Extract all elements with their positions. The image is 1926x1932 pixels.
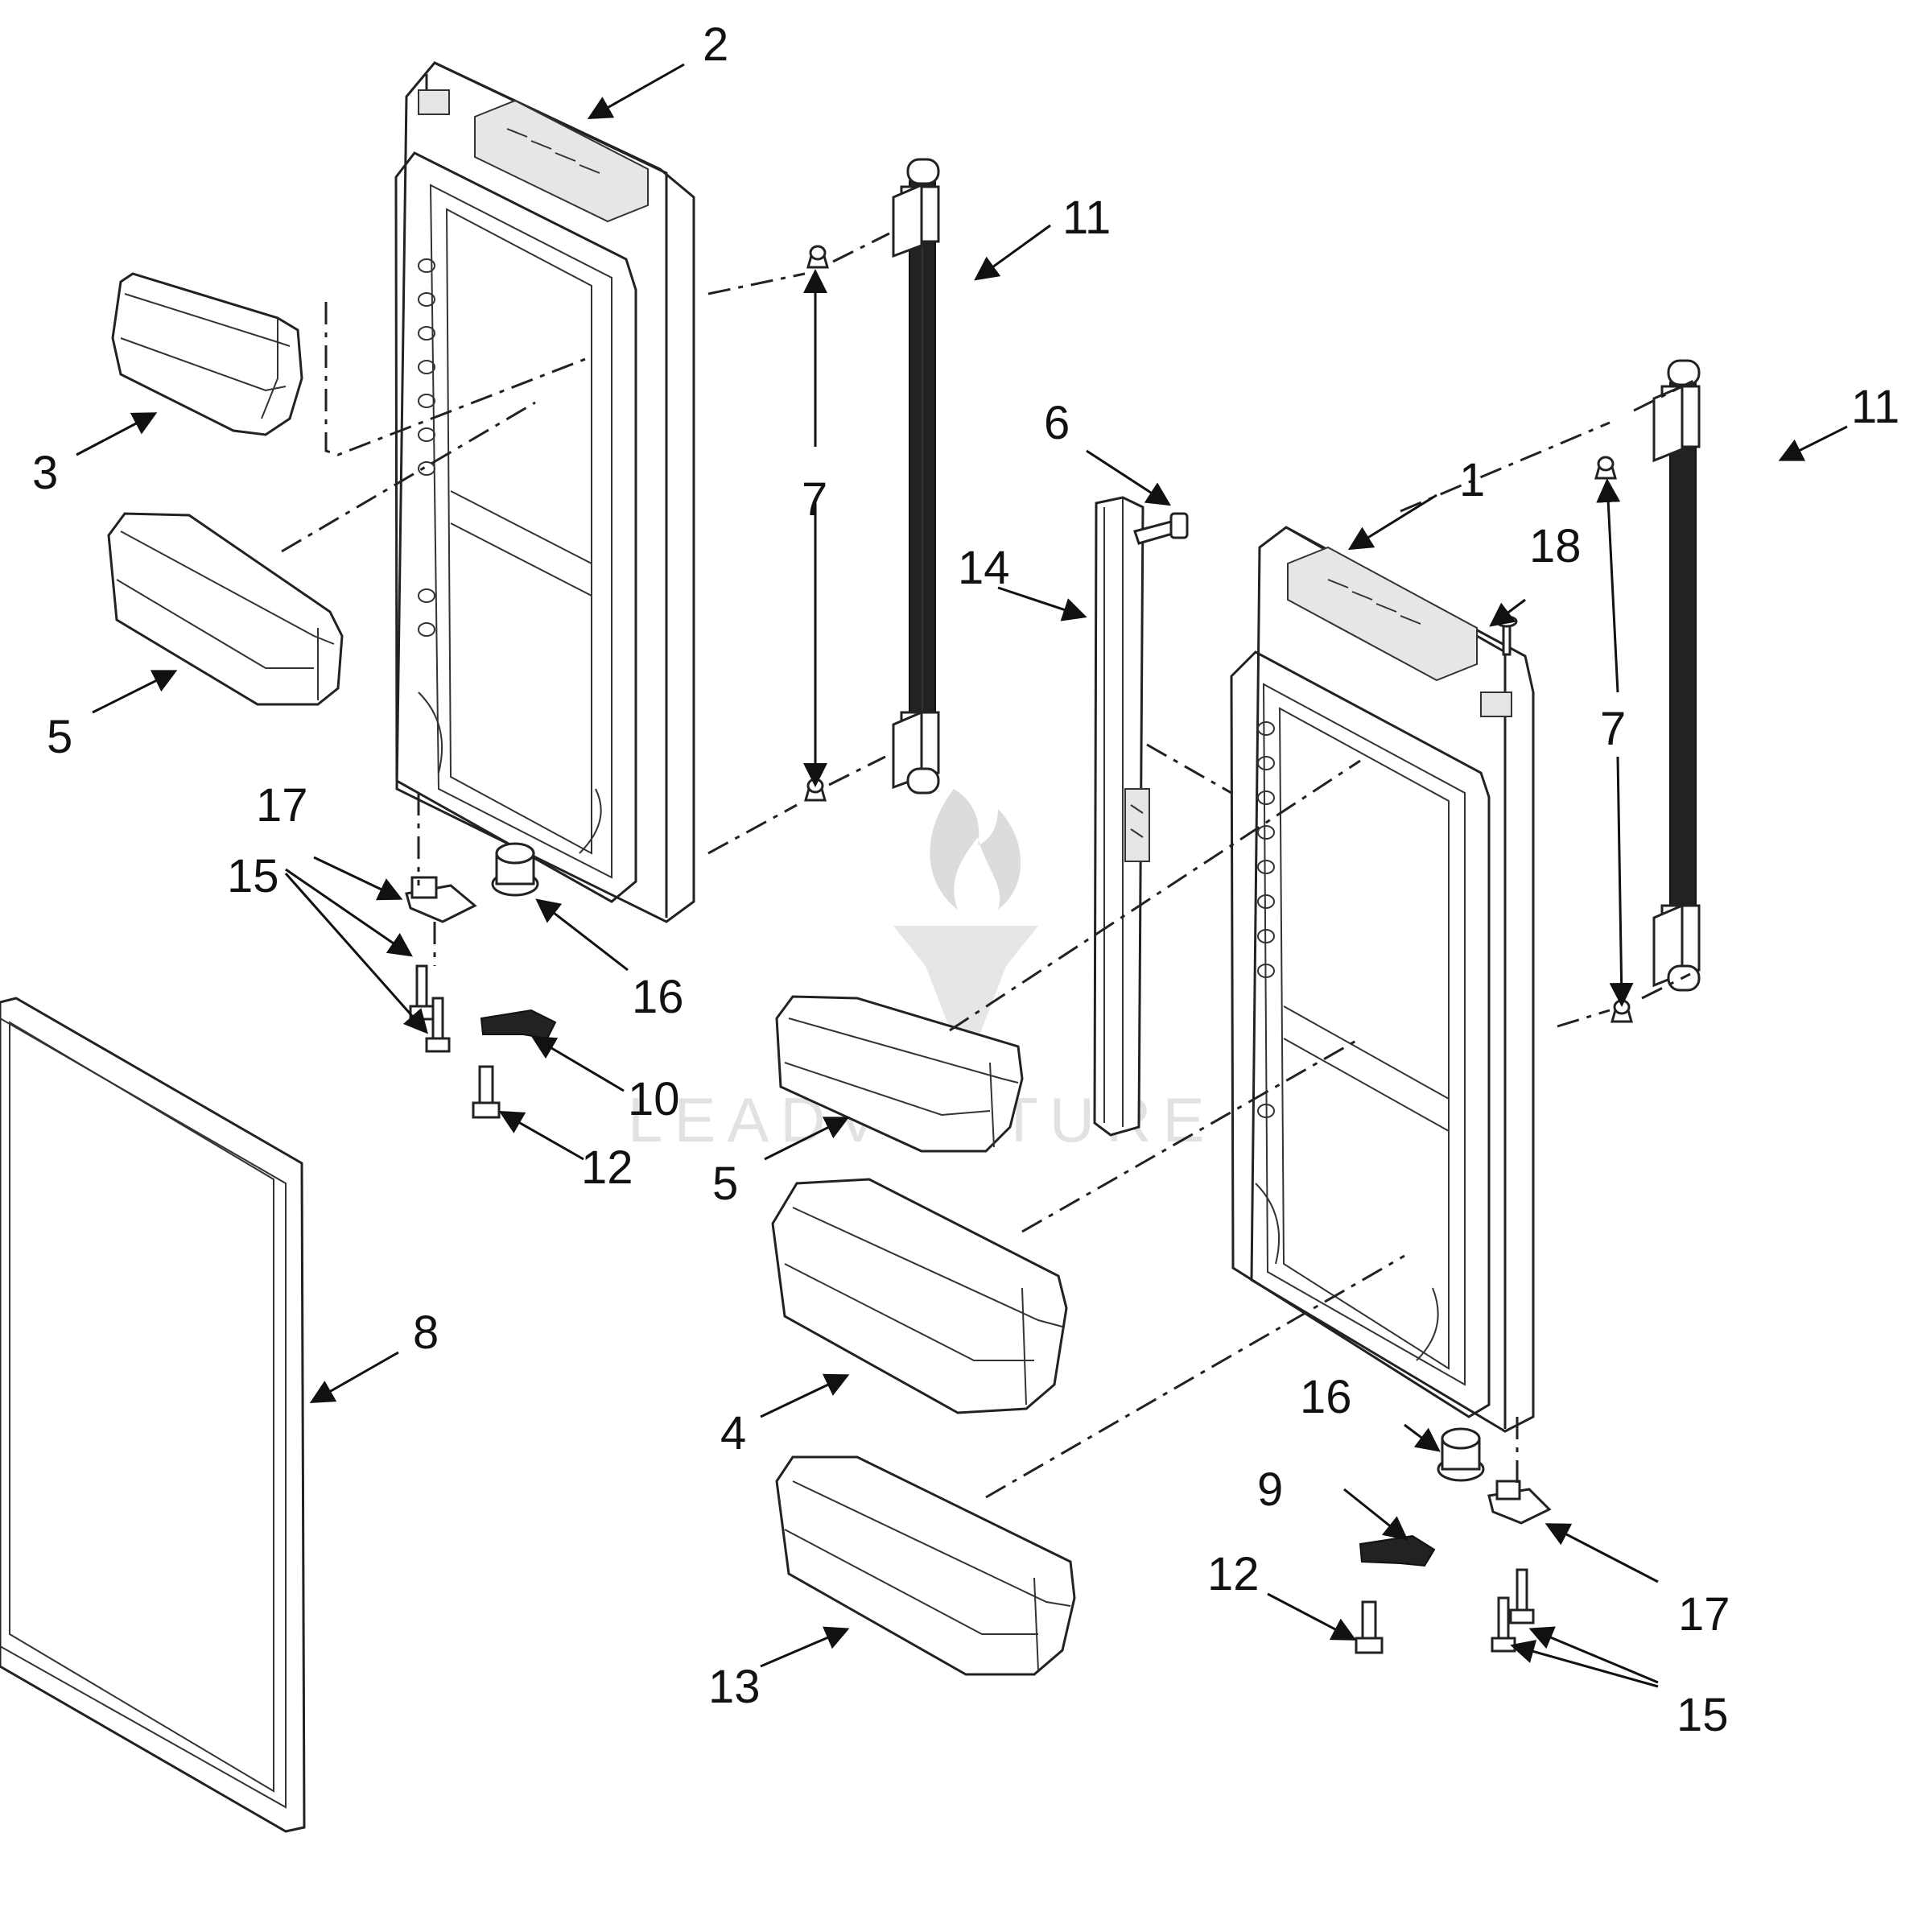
callout-16-right: 16 — [1300, 1371, 1352, 1423]
callout-7-right: 7 — [1600, 703, 1626, 755]
callout-5-left: 5 — [47, 711, 72, 763]
callout-5-center: 5 — [712, 1158, 738, 1210]
part-cam-16-left — [491, 842, 539, 897]
callout-13: 13 — [708, 1661, 761, 1713]
part-screws-15-right — [1491, 1568, 1535, 1653]
part-screws-15-left — [409, 964, 451, 1053]
part-right-door-liner — [1230, 526, 1535, 1433]
part-door-bin-13 — [775, 1455, 1076, 1676]
leader-arrows — [76, 63, 1848, 1688]
callout-15-left: 15 — [227, 850, 279, 902]
callout-12-right: 12 — [1207, 1548, 1260, 1600]
part-stop-10 — [480, 1009, 557, 1040]
alignment-lines — [281, 232, 1699, 1499]
part-door-bin-5-center — [775, 995, 1024, 1153]
callout-2: 2 — [703, 19, 728, 71]
part-screw-6 — [1133, 512, 1189, 545]
part-screw-12-left — [472, 1065, 501, 1119]
callout-12-left: 12 — [581, 1141, 633, 1194]
callout-17-right: 17 — [1678, 1588, 1730, 1641]
part-door-bin-4 — [771, 1178, 1068, 1414]
callout-18: 18 — [1529, 520, 1582, 572]
callout-3: 3 — [32, 447, 58, 499]
callout-7-left: 7 — [802, 473, 827, 526]
callout-1: 1 — [1459, 454, 1485, 506]
callout-8: 8 — [413, 1307, 439, 1359]
callout-11-right: 11 — [1851, 381, 1899, 433]
part-screw-12-right — [1355, 1600, 1384, 1654]
callout-10: 10 — [628, 1073, 680, 1125]
callout-6: 6 — [1044, 397, 1070, 449]
part-left-door-liner — [394, 61, 695, 923]
part-door-gasket — [0, 997, 306, 1833]
callout-17-left: 17 — [256, 779, 308, 832]
part-flipper-mullion — [1093, 496, 1150, 1137]
callout-16-left: 16 — [632, 971, 684, 1023]
part-cam-16-right — [1437, 1427, 1485, 1482]
callout-11-left: 11 — [1062, 192, 1111, 244]
part-handle-left — [892, 158, 940, 795]
part-door-bin-3 — [111, 272, 303, 436]
part-hinge-17-left — [405, 876, 477, 923]
part-door-bin-5-left — [107, 512, 344, 706]
part-stop-9 — [1359, 1534, 1436, 1567]
part-handle-right — [1652, 359, 1701, 992]
callout-4: 4 — [720, 1407, 746, 1459]
part-handle-studs — [804, 245, 1633, 1023]
callout-labels: 1 2 3 4 5 5 6 7 7 8 9 10 11 11 12 12 13 … — [32, 19, 1899, 1741]
callout-14: 14 — [958, 542, 1010, 594]
part-hinge-17-right — [1487, 1480, 1552, 1525]
callout-15-right: 15 — [1676, 1689, 1729, 1741]
callout-9: 9 — [1257, 1463, 1283, 1516]
